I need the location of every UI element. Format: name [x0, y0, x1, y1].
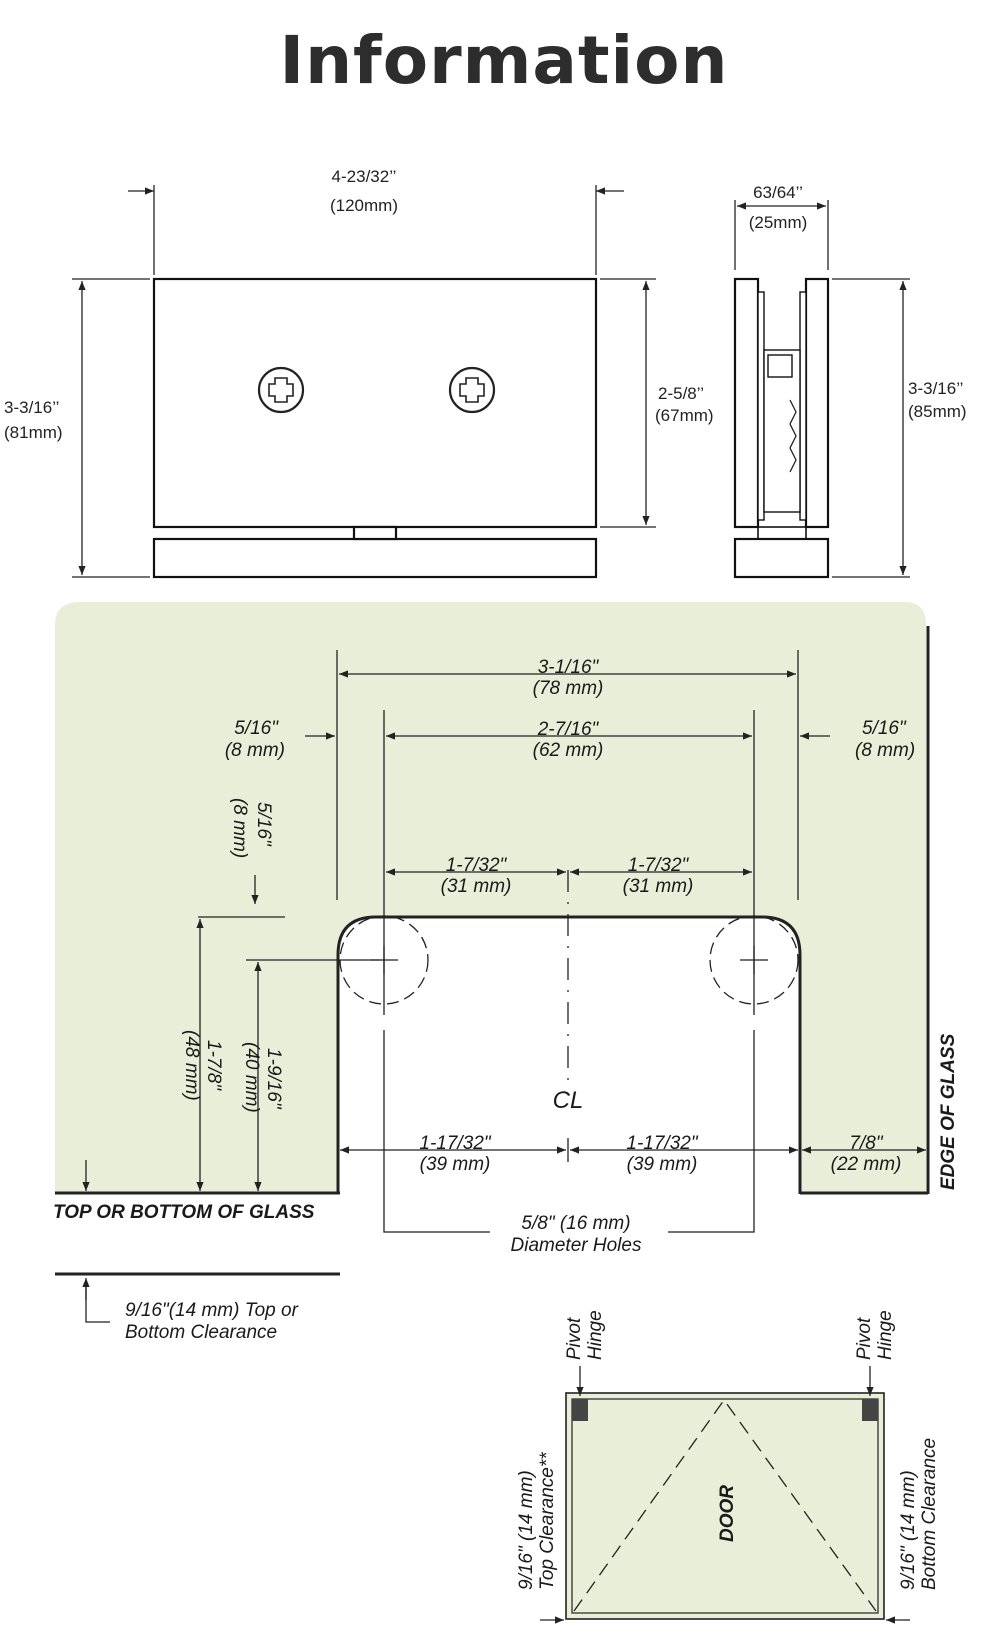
screw-icon	[448, 366, 496, 414]
left-edge-in: 5/16"	[234, 718, 279, 739]
edge-mm: (22 mm)	[831, 1154, 902, 1175]
screw-icon	[257, 366, 305, 414]
clearance-line2: Bottom Clearance	[125, 1322, 277, 1343]
side-height-in: 3-3/16’’	[908, 379, 963, 398]
glass-cutout-diagram: CL 3-1/16" (78 mm) 2-7/16" (62 mm) 5/16"…	[53, 602, 959, 1343]
side-width-in: 63/64’’	[753, 183, 803, 202]
front-plate	[152, 277, 598, 529]
cutout-outline	[55, 626, 930, 1195]
bottom-right-in: 1-17/32"	[626, 1133, 698, 1154]
hole-depth-mm: (40 mm)	[241, 1042, 262, 1113]
side-view: 63/64’’ (25mm) 3-3/16’’ (85mm)	[733, 183, 967, 579]
front-spacer	[352, 525, 398, 541]
door-label: DOOR	[717, 1485, 738, 1542]
top-offset-mm: (8 mm)	[229, 798, 250, 858]
centerline-label: CL	[553, 1087, 584, 1114]
bottom-left-mm: (39 mm)	[420, 1154, 491, 1175]
edge-of-glass-label: EDGE OF GLASS	[938, 1033, 959, 1190]
pivot-hinge-right	[862, 1399, 878, 1421]
bottom-right-mm: (39 mm)	[627, 1154, 698, 1175]
glass-edge-label: TOP OR BOTTOM OF GLASS	[53, 1202, 315, 1223]
bottom-left-in: 1-17/32"	[419, 1133, 491, 1154]
page-title: Information	[279, 22, 729, 99]
hole-depth-in: 1-9/16"	[263, 1048, 284, 1110]
front-width-in: 4-23/32’’	[332, 167, 397, 186]
plate-height-mm: (67mm)	[655, 406, 714, 425]
pivot-left-2: Hinge	[585, 1310, 606, 1360]
overall-width-mm: (78 mm)	[533, 678, 604, 699]
depth-mm: (48 mm)	[181, 1030, 202, 1101]
side-width-mm: (25mm)	[749, 213, 808, 232]
edge-in: 7/8"	[849, 1133, 883, 1154]
hole-span-in: 2-7/16"	[537, 719, 600, 740]
front-view: 4-23/32’’ (120mm) 3-3/16’’ (81mm) 2-5/8’…	[4, 167, 714, 579]
left-edge-mm: (8 mm)	[225, 740, 285, 761]
overall-width-in: 3-1/16"	[538, 657, 600, 678]
side-height-mm: (85mm)	[908, 402, 967, 421]
top-clearance-1: 9/16" (14 mm)	[516, 1470, 537, 1590]
half-left-mm: (31 mm)	[441, 876, 512, 897]
half-left-in: 1-7/32"	[446, 855, 508, 876]
half-right-mm: (31 mm)	[623, 876, 694, 897]
front-height-in: 3-3/16’’	[4, 398, 59, 417]
front-width-mm: (120mm)	[330, 196, 398, 215]
pivot-hinge-left	[572, 1399, 588, 1421]
pivot-right-2: Hinge	[875, 1310, 896, 1360]
front-base-plate	[152, 537, 598, 579]
pivot-right-1: Pivot	[854, 1317, 875, 1360]
door-diagram: DOOR Pivot Hinge Pivot Hinge 9/16" (14 m…	[516, 1310, 940, 1624]
bottom-clearance-2: Bottom Clearance	[919, 1438, 940, 1590]
depth-in: 1-7/8"	[203, 1040, 224, 1091]
door-frame	[565, 1392, 885, 1620]
top-offset-in: 5/16"	[253, 802, 274, 847]
clearance-line1: 9/16"(14 mm) Top or	[125, 1300, 299, 1321]
hole-span-mm: (62 mm)	[533, 740, 604, 761]
pivot-left-1: Pivot	[564, 1317, 585, 1360]
right-edge-in: 5/16"	[862, 718, 907, 739]
half-right-in: 1-7/32"	[628, 855, 690, 876]
front-height-mm: (81mm)	[4, 423, 63, 442]
bottom-clearance-1: 9/16" (14 mm)	[898, 1470, 919, 1590]
plate-height-in: 2-5/8’’	[658, 384, 704, 403]
cutout-opening	[338, 917, 800, 1193]
holes-label: Diameter Holes	[511, 1235, 642, 1256]
holes-diameter: 5/8" (16 mm)	[521, 1213, 630, 1234]
right-edge-mm: (8 mm)	[855, 740, 915, 761]
top-clearance-2: Top Clearance**	[537, 1452, 558, 1590]
